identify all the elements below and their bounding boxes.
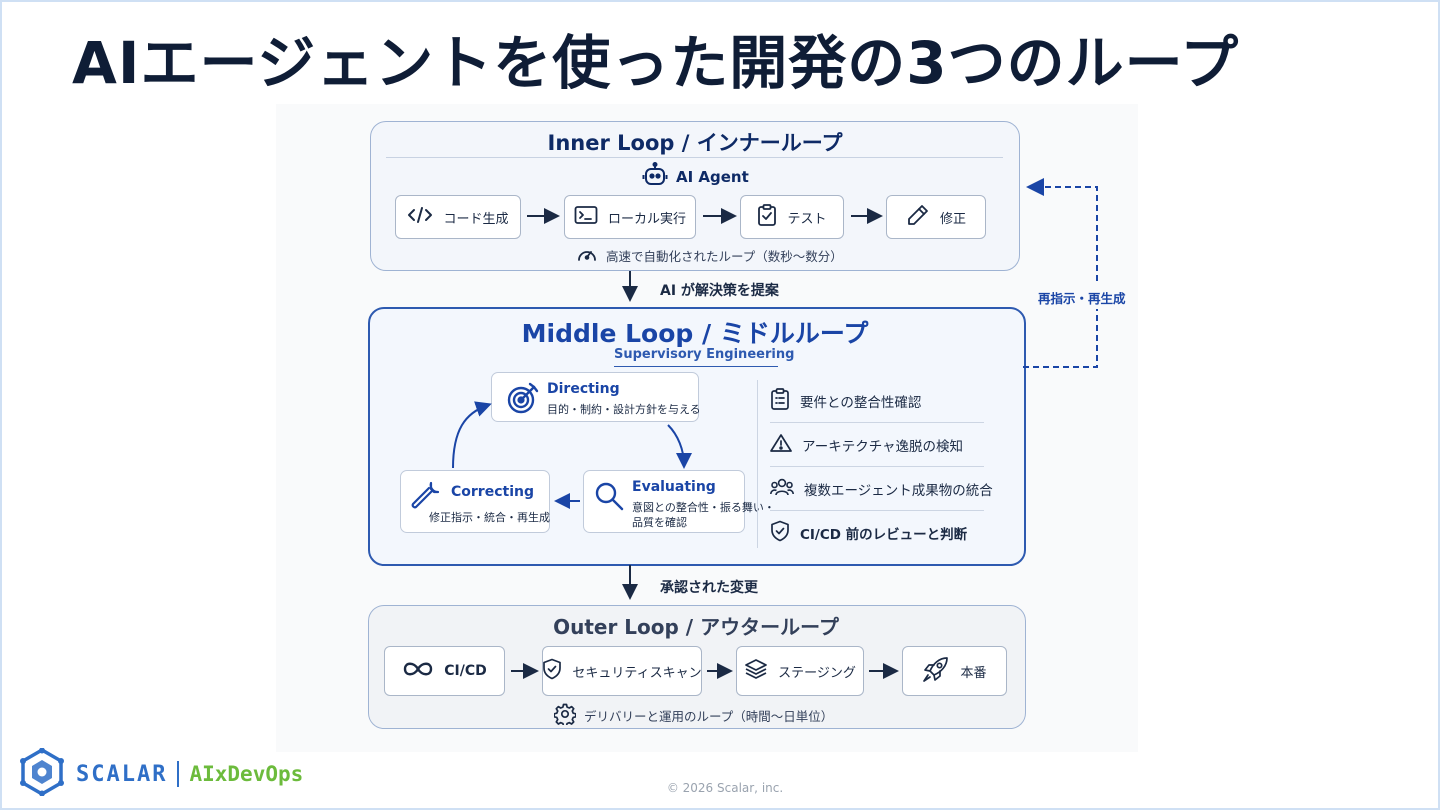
terminal-icon	[574, 205, 598, 229]
scalar-logo-icon	[18, 747, 66, 800]
gear-icon	[553, 703, 577, 728]
code-icon	[407, 205, 433, 229]
pencil-icon	[906, 203, 930, 231]
outer-loop-caption: デリバリーと運用のループ（時間〜日単位）	[553, 703, 834, 728]
inner-step-label: ローカル実行	[607, 211, 686, 227]
inner-step-label: テスト	[787, 211, 827, 227]
check-item: 複数エージェント成果物の統合	[770, 467, 993, 511]
outer-step-label: 本番	[960, 665, 987, 681]
directing-desc: 目的・制約・設計方針を与える	[547, 403, 701, 416]
checks-divider	[757, 380, 758, 548]
copyright: © 2026 Scalar, inc.	[666, 781, 784, 795]
outer-step-label: セキュリティスキャン	[572, 665, 702, 681]
check-item: CI/CD 前のレビューと判断	[770, 511, 984, 554]
evaluating-desc-line1: 意図との整合性・振る舞い・	[632, 501, 775, 514]
product-name: AIxDevOps	[189, 762, 304, 786]
correcting-title: Correcting	[451, 484, 534, 500]
correcting-desc: 修正指示・統合・再生成	[429, 511, 550, 524]
cycle-evaluating: Evaluating 意図との整合性・振る舞い・ 品質を確認	[583, 470, 775, 533]
inner-step-fix: 修正	[886, 195, 986, 239]
inner-loop-caption: 高速で自動化されたループ（数秒〜数分）	[576, 245, 843, 266]
inner-step-local-run: ローカル実行	[564, 195, 696, 239]
check-item: アーキテクチャ逸脱の検知	[770, 423, 984, 467]
outer-loop-title: Outer Loop / アウターループ	[553, 615, 839, 639]
layers-icon	[744, 658, 768, 684]
arrow-label-to-middle: AI が解決策を提案	[660, 283, 779, 299]
clipboard-check-icon	[757, 204, 777, 230]
outer-step-cicd: CI/CD	[384, 646, 505, 696]
feedback-label: 再指示・再生成	[1038, 291, 1126, 306]
robot-icon	[642, 162, 668, 192]
check-item-label: アーキテクチャ逸脱の検知	[802, 438, 964, 455]
subtitle-underline	[614, 366, 778, 367]
warning-icon	[770, 433, 792, 457]
speedometer-icon	[576, 245, 598, 266]
outer-step-staging: ステージング	[736, 646, 864, 696]
outer-step-label: ステージング	[778, 665, 856, 681]
check-item-label: 複数エージェント成果物の統合	[804, 482, 993, 499]
rocket-icon	[922, 655, 950, 687]
infinity-icon	[402, 660, 434, 682]
slide-title: AIエージェントを使った開発の3つのループ	[72, 29, 1240, 97]
ai-agent-label: AI Agent	[676, 168, 749, 186]
evaluating-desc-line2: 品質を確認	[632, 516, 687, 529]
middle-loop-subtitle: Supervisory Engineering	[614, 347, 795, 362]
outer-caption-text: デリバリーと運用のループ（時間〜日単位）	[584, 709, 834, 724]
brand-name: SCALAR	[76, 761, 168, 787]
inner-step-code-generation: コード生成	[395, 195, 521, 239]
directing-title: Directing	[547, 381, 620, 397]
outer-step-production: 本番	[902, 646, 1007, 696]
middle-loop-title: Middle Loop / ミドルループ	[521, 319, 869, 348]
cycle-correcting: Correcting 修正指示・統合・再生成	[400, 470, 550, 533]
cycle-directing: Directing 目的・制約・設計方針を与える	[491, 372, 701, 422]
brand-divider	[177, 761, 180, 787]
users-icon	[770, 477, 794, 501]
clipboard-list-icon	[770, 387, 790, 414]
check-item-label: 要件との整合性確認	[800, 394, 922, 411]
check-item-label: CI/CD 前のレビューと判断	[800, 526, 968, 543]
shield-check-icon	[542, 658, 562, 684]
outer-step-label: CI/CD	[444, 663, 487, 679]
inner-step-label: 修正	[939, 211, 966, 227]
inner-loop-title: Inner Loop / インナーループ	[547, 131, 843, 155]
inner-loop-divider	[386, 157, 1003, 158]
check-item: 要件との整合性確認	[770, 379, 984, 423]
scalar-logo: SCALAR AIxDevOps	[18, 747, 304, 800]
arrow-label-to-outer: 承認された変更	[660, 580, 758, 596]
cycle-arrows	[452, 401, 692, 509]
inner-step-test: テスト	[740, 195, 844, 239]
ai-agent-header: AI Agent	[642, 162, 749, 192]
inner-caption-text: 高速で自動化されたループ（数秒〜数分）	[606, 249, 843, 264]
inner-step-label: コード生成	[443, 211, 509, 227]
evaluating-title: Evaluating	[632, 479, 716, 495]
outer-step-security-scan: セキュリティスキャン	[542, 646, 702, 696]
shield-check-icon	[770, 520, 790, 546]
